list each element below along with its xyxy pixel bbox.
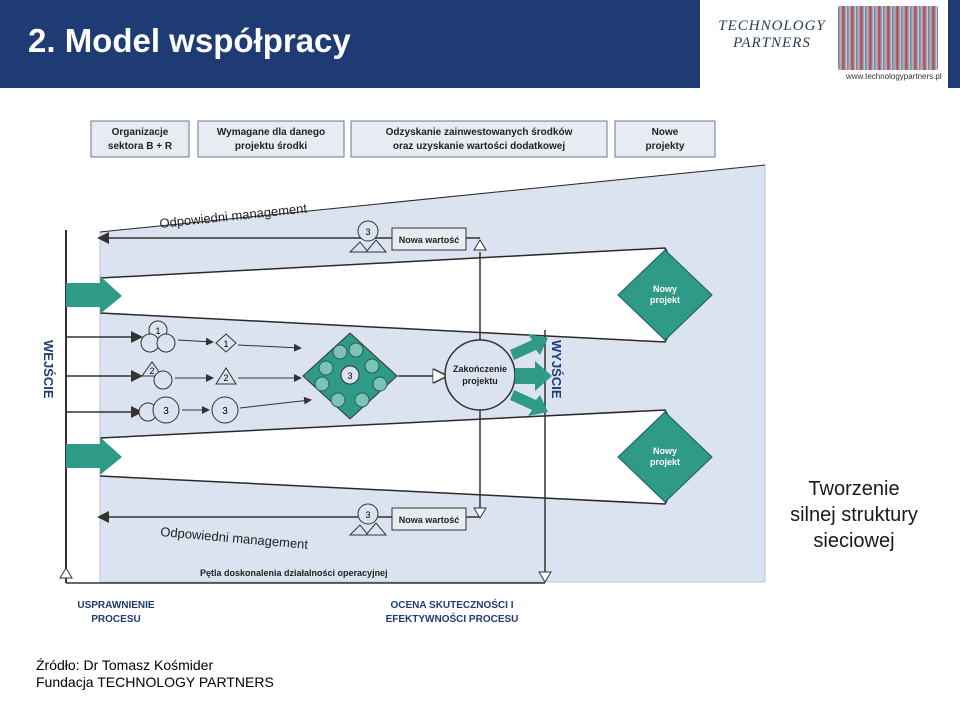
source-note: Źródło: Dr Tomasz Kośmider Fundacja TECH…: [36, 657, 274, 691]
row-1-symbols: 1 1: [140, 320, 302, 353]
svg-text:3: 3: [163, 406, 169, 417]
wyjscie-label: WYJŚCIE: [549, 340, 564, 399]
funnel-wedge-bottom: [100, 410, 690, 504]
cluster-symbol-bottom: 3: [348, 503, 388, 536]
logo-url: www.technologypartners.pl: [846, 72, 942, 81]
central-diamond-cluster: 3: [302, 332, 398, 420]
teal-output-arrow-down: [510, 390, 548, 416]
logo: TECHNOLOGY PARTNERS www.technologypartne…: [700, 0, 948, 88]
header-bar: 2. Model współpracy TECHNOLOGY PARTNERS …: [0, 0, 960, 88]
nowy-projekt-2-line2: projekt: [650, 457, 680, 467]
funnel-top-edge: [99, 164, 766, 233]
down-arrow-bottom: [473, 507, 487, 519]
up-arrow-top: [473, 239, 487, 251]
side-caption-line3: sieciowej: [813, 530, 895, 552]
top-box-nowe-line1: Nowe: [652, 127, 679, 138]
nowy-projekt-diamond-1: Nowy projekt: [617, 249, 713, 341]
zakonczenie-line2: projektu: [462, 376, 498, 386]
nowy-projekt-1-line2: projekt: [650, 295, 680, 305]
svg-text:2: 2: [149, 366, 154, 376]
teal-input-arrow-bottom: [66, 437, 122, 475]
nowa-wartosc-box-top: Nowa wartość: [391, 227, 467, 251]
row-2-symbols: 2 2: [141, 361, 302, 390]
logo-line2: PARTNERS: [733, 35, 811, 51]
top-box-srodki-line2: projektu środki: [235, 141, 307, 152]
zakonczenie-projektu: Zakończenie projektu: [444, 339, 516, 411]
top-box-srodki-line1: Wymagane dla danego: [217, 127, 325, 138]
up-arrow-loop: [59, 567, 73, 579]
nowa-wartosc-box-bottom: Nowa wartość: [391, 507, 467, 531]
down-arrow-right: [538, 571, 552, 583]
side-caption-line2: silnej struktury: [790, 504, 918, 526]
nowy-projekt-2-line1: Nowy: [653, 446, 677, 456]
source-line2: Fundacja TECHNOLOGY PARTNERS: [36, 674, 274, 690]
svg-text:1: 1: [155, 326, 160, 336]
svg-text:2: 2: [223, 373, 228, 383]
row-3-symbols: 3 3: [138, 396, 312, 424]
svg-text:3: 3: [347, 371, 352, 381]
top-box-nowe-line2: projekty: [646, 141, 685, 152]
top-box-odzyskanie-line2: oraz uzyskanie wartości dodatkowej: [393, 141, 565, 152]
logo-image: [838, 6, 938, 70]
top-box-bplusr: Organizacje sektora B + R: [90, 120, 190, 158]
zakonczenie-line1: Zakończenie: [453, 364, 507, 374]
teal-output-arrow-mid: [515, 361, 552, 391]
nowy-projekt-1-line1: Nowy: [653, 284, 677, 294]
petla-label: Pętla doskonalenia działalności operacyj…: [200, 568, 388, 578]
cluster-symbol-top: 3: [348, 220, 388, 253]
top-box-odzyskanie-line1: Odzyskanie zainwestowanych środków: [386, 127, 573, 138]
top-box-odzyskanie: Odzyskanie zainwestowanych środków oraz …: [350, 120, 608, 158]
teal-output-arrow-up: [510, 334, 548, 360]
svg-text:3: 3: [222, 406, 228, 417]
wejscie-label: WEJŚCIE: [41, 340, 56, 399]
nowa-wartosc-top-text: Nowa wartość: [399, 235, 460, 245]
top-box-srodki: Wymagane dla danego projektu środki: [197, 120, 345, 158]
side-caption: Tworzenie silnej struktury sieciowej: [760, 476, 948, 554]
page-title: 2. Model współpracy: [28, 22, 351, 59]
side-caption-line1: Tworzenie: [808, 478, 900, 500]
usprawnienie-line2: PROCESU: [91, 614, 140, 625]
nowy-projekt-diamond-2: Nowy projekt: [617, 411, 713, 503]
nowa-wartosc-bottom-text: Nowa wartość: [399, 515, 460, 525]
logo-text: TECHNOLOGY PARTNERS: [708, 18, 836, 52]
svg-text:3: 3: [365, 510, 370, 520]
funnel-wedge-top: [100, 248, 690, 342]
teal-input-arrow-top: [66, 276, 122, 314]
top-box-nowe-projekty: Nowe projekty: [614, 120, 716, 158]
usprawnienie-line1: USPRAWNIENIE: [77, 600, 155, 611]
svg-text:3: 3: [365, 227, 370, 237]
source-line1: Źródło: Dr Tomasz Kośmider: [36, 657, 214, 673]
top-box-bplusr-line1: Organizacje: [112, 127, 169, 138]
ocena-line2: EFEKTYWNOŚCI PROCESU: [386, 612, 519, 625]
logo-line1: TECHNOLOGY: [718, 18, 826, 34]
ocena-line1: OCENA SKUTECZNOŚCI I: [391, 598, 514, 611]
top-box-bplusr-line2: sektora B + R: [108, 141, 173, 152]
cooperation-diagram: Organizacje sektora B + R Wymagane dla d…: [41, 120, 766, 625]
svg-text:1: 1: [223, 339, 228, 349]
